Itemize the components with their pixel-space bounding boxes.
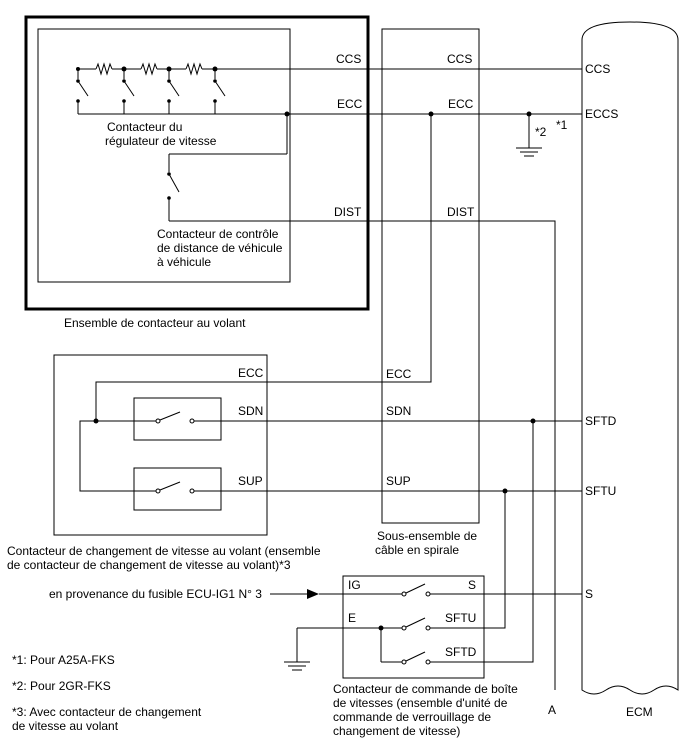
- note-2: *2: Pour 2GR-FKS: [12, 679, 111, 693]
- spiral-cable-label-1: Sous-ensemble de: [377, 529, 477, 543]
- spiral-cable-label-2: câble en spirale: [375, 543, 459, 557]
- distance-switch-label-2: de distance de véhicule: [157, 241, 283, 255]
- sdn-switch-body: [133, 397, 222, 441]
- sdn-contact-b: [189, 418, 195, 424]
- distance-switch-label-3: à véhicule: [157, 255, 211, 269]
- shift-lever-label-1: Contacteur de commande de boîte: [333, 682, 518, 696]
- shift-lever-label-4: changement de vitesse): [333, 724, 460, 738]
- paddle-switch-box: [53, 354, 268, 536]
- signal-sdn-paddle: SDN: [238, 404, 263, 418]
- signal-sftu-lever: SFTU: [445, 611, 476, 625]
- signal-dist-2: DIST: [447, 205, 475, 219]
- paddle-switch-label-1: Contacteur de changement de vitesse au v…: [7, 544, 321, 558]
- signal-sftd-lever: SFTD: [445, 645, 477, 659]
- distance-switch-label-1: Contacteur de contrôle: [157, 227, 279, 241]
- signal-ccs-1: CCS: [336, 52, 361, 66]
- signal-dist-1: DIST: [334, 205, 362, 219]
- signal-sdn-spiral: SDN: [386, 404, 411, 418]
- signal-s-ecm: S: [585, 587, 593, 601]
- resistor-2: [140, 62, 158, 76]
- cruise-control-resistor-ladder: [76, 62, 582, 76]
- signal-eccs-ecm: ECCS: [585, 107, 618, 121]
- sdn-blade: [159, 411, 181, 421]
- signal-e: E: [348, 611, 356, 625]
- paddle-switch-label-2: de contacteur de changement de vitesse a…: [7, 558, 291, 572]
- note-1: *1: Pour A25A-FKS: [12, 653, 115, 667]
- signal-sftd-ecm: SFTD: [585, 414, 617, 428]
- shift-lever-switch-box: [342, 575, 485, 679]
- cruise-switches: [76, 69, 226, 114]
- shift-lever-label-2: de vitesses (ensemble d'unité de: [333, 696, 508, 710]
- ecm-box: [581, 21, 679, 695]
- signal-ccs-2: CCS: [447, 52, 472, 66]
- sftu-switch-blade: [405, 617, 426, 628]
- signal-ecc-spiral: ECC: [386, 367, 412, 381]
- signal-sup-spiral: SUP: [386, 474, 411, 488]
- distance-control-switch: [167, 114, 288, 221]
- spiral-cable-box: [381, 28, 480, 524]
- signal-sftu-ecm: SFTU: [585, 484, 616, 498]
- note-3-cont: de vitesse au volant: [12, 719, 119, 733]
- cruise-switch-label-2: régulateur de vitesse: [105, 134, 217, 148]
- cruise-switch-label-1: Contacteur du: [107, 120, 182, 134]
- signal-ecc-paddle: ECC: [238, 366, 264, 380]
- signal-ig: IG: [348, 578, 361, 592]
- arrow-icon: [307, 589, 319, 599]
- ground-symbol-2: [284, 628, 310, 671]
- fuse-source-label: en provenance du fusible ECU-IG1 N° 3: [49, 587, 262, 601]
- signal-ecc-2: ECC: [448, 97, 474, 111]
- steering-assembly-label: Ensemble de contacteur au volant: [64, 316, 246, 330]
- connector-a: A: [548, 703, 556, 717]
- sftd-lever-line: [430, 421, 534, 663]
- resistor-1: [95, 62, 113, 76]
- signal-s-lever: S: [468, 578, 476, 592]
- note-3: *3: Avec contacteur de changement: [12, 705, 202, 719]
- ecc-paddle-line: [95, 114, 432, 421]
- dist-line: [169, 220, 556, 690]
- sup-contact-a: [155, 488, 161, 494]
- sftu-lever-line: [430, 491, 506, 629]
- s-switch-blade: [405, 583, 426, 594]
- marker-2: *2: [535, 125, 547, 139]
- sftd-switch-blade: [405, 651, 426, 662]
- steering-switch-assembly-inner-frame: [37, 28, 291, 283]
- sup-switch-body: [133, 467, 222, 511]
- signal-ccs-ecm: CCS: [585, 62, 610, 76]
- steering-switch-assembly-outer-frame: [24, 15, 370, 311]
- sup-contact-b: [189, 488, 195, 494]
- ecm-label: ECM: [626, 705, 653, 719]
- signal-sup-paddle: SUP: [238, 474, 263, 488]
- marker-1: *1: [556, 118, 568, 132]
- resistor-3: [185, 62, 203, 76]
- sup-blade: [159, 481, 181, 491]
- signal-ecc-1: ECC: [337, 97, 363, 111]
- shift-lever-label-3: commande de verrouillage de: [333, 710, 491, 724]
- sdn-contact-a: [155, 418, 161, 424]
- ground-symbol-1: [516, 114, 542, 157]
